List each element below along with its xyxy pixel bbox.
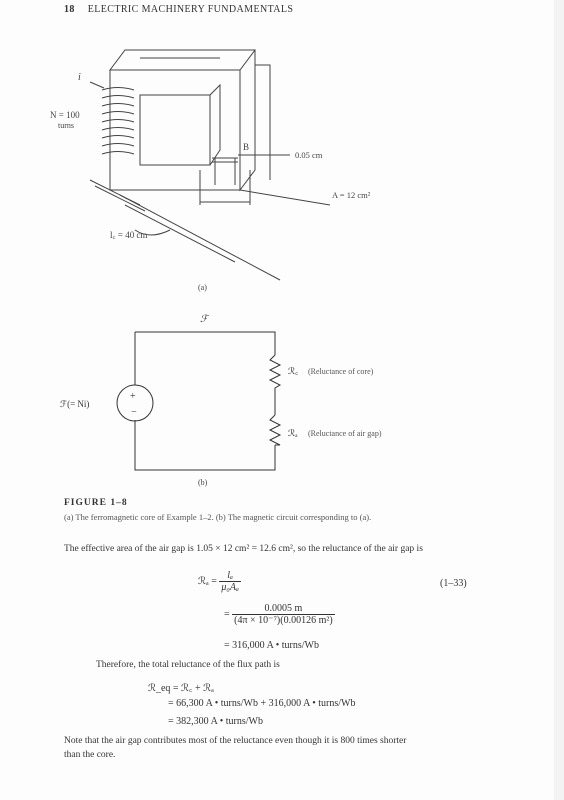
running-header: 18 ELECTRIC MACHINERY FUNDAMENTALS [64,4,293,15]
mmf-source-circle [116,384,154,422]
source-label: ℱ(= Ni) [60,399,89,409]
path-length-label: l꜀ = 40 cm [110,230,147,240]
figure-a-core-drawing: i N = 100 turns B 0.05 cm A = 12 cm² l꜀ … [50,49,371,281]
source-minus: − [131,407,137,418]
page-number: 18 [64,4,75,15]
core-window [139,94,211,166]
paragraph-intro: The effective area of the air gap is 1.0… [64,544,423,554]
gap-length-label: 0.05 cm [295,150,323,160]
eq2-fraction: 0.0005 m (4π × 10⁻⁷)(0.00126 m²) [232,603,335,626]
air-gap-lines [212,157,238,163]
flux-label: ℱ [200,314,210,325]
depth-label: B [243,142,249,152]
turns-unit-label: turns [58,121,74,130]
dim-line-right [255,64,271,180]
equation-3: = 316,000 A • turns/Wb [224,640,319,651]
figure-a-panel-label: (a) [198,283,207,292]
core-window-depth [209,83,221,166]
eq2-numerator: 0.0005 m [232,603,335,615]
figure-b-panel-label: (b) [198,478,208,487]
equation-1: ℛₐ = lₐ μ₀Aₐ [198,570,241,593]
resistor-core [268,354,282,415]
ra-description: (Reluctance of air gap) [308,429,382,438]
eq1-fraction: lₐ μ₀Aₐ [219,570,241,593]
area-pointer [239,189,331,206]
current-label: i [78,72,81,83]
turns-label: N = 100 [50,110,80,120]
running-title: ELECTRIC MACHINERY FUNDAMENTALS [87,4,294,15]
rc-symbol: ℛ꜀ [288,366,298,376]
eq1-lhs: ℛₐ = [198,575,217,587]
ra-symbol: ℛₐ [288,428,298,438]
equation-6: = 382,300 A • turns/Wb [168,716,263,727]
equation-number: (1–33) [440,578,467,589]
eq2-denominator: (4π × 10⁻⁷)(0.00126 m²) [234,615,333,626]
source-plus: + [130,391,136,402]
core-right-outer [239,50,256,192]
paragraph-closing-line-1: Note that the air gap contributes most o… [64,736,407,746]
figure-caption-text: (a) The ferromagnetic core of Example 1–… [64,512,372,522]
equation-2: = 0.0005 m (4π × 10⁻⁷)(0.00126 m²) [224,603,335,626]
lead-top [89,81,105,89]
circuit-left-bottom-wire [134,332,276,471]
eq2-equals: = [224,608,230,620]
page-edge-shadow [554,0,564,800]
figure-caption-heading: FIGURE 1–8 [64,498,128,508]
figure-b-magnetic-circuit: ℱ + − ℱ(= Ni) ℛ꜀ (Reluctance of core) ℛₐ… [60,314,382,471]
rc-description: (Reluctance of core) [308,367,374,376]
core-top-face [109,49,256,71]
path-pointer [134,229,171,236]
base-lines [119,194,281,281]
area-label: A = 12 cm² [332,190,371,200]
paragraph-total-reluctance: Therefore, the total reluctance of the f… [96,660,280,670]
dim-ext-lines [199,170,251,205]
eq1-numerator: lₐ [219,570,241,582]
winding-coils [101,87,135,155]
lead-bottom [89,179,146,212]
circuit-top-wire [135,331,276,355]
eq1-denominator: μ₀Aₐ [221,582,239,593]
paragraph-closing-line-2: than the core. [64,750,116,760]
equation-4: ℛ_eq = ℛ꜀ + ℛₐ [148,683,214,694]
resistor-airgap [268,414,282,446]
equation-5: = 66,300 A • turns/Wb + 316,000 A • turn… [168,698,356,709]
